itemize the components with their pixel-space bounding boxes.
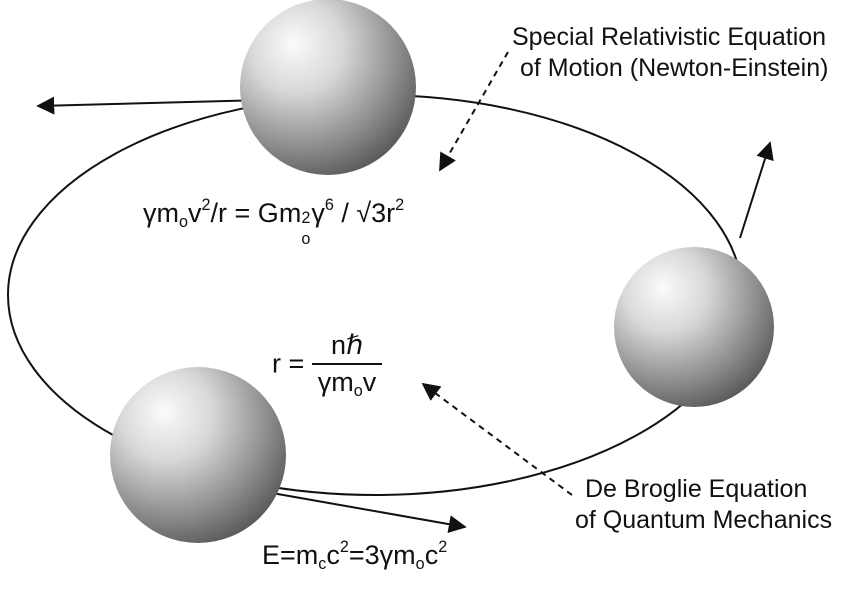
velocity-arrow-bottom [254,489,467,534]
relativistic-label-line1: Special Relativistic Equation [512,23,827,51]
radius-fraction: nℏ γmov [311,330,383,399]
sphere-right [614,247,774,407]
debroglie-label: De Broglie Equation of Quantum Mechanics [575,474,832,536]
equation-radius: r = nℏ γmov [272,330,383,399]
velocity-arrow-right [739,141,774,239]
sphere-top [240,0,416,175]
relativistic-label-line2: of Motion (Newton-Einstein) [520,54,829,82]
debroglie-label-line2: of Quantum Mechanics [575,506,833,534]
dashed-arrow-debroglie [421,382,573,496]
debroglie-label-line1: De Broglie Equation [585,475,808,503]
sphere-bottom-left [110,367,286,543]
equation-energy: E=mcc2=3γmoc2 [262,537,448,573]
relativistic-label: Special Relativistic Equation of Motion … [512,22,828,84]
dashed-arrow-relativistic [439,51,509,172]
